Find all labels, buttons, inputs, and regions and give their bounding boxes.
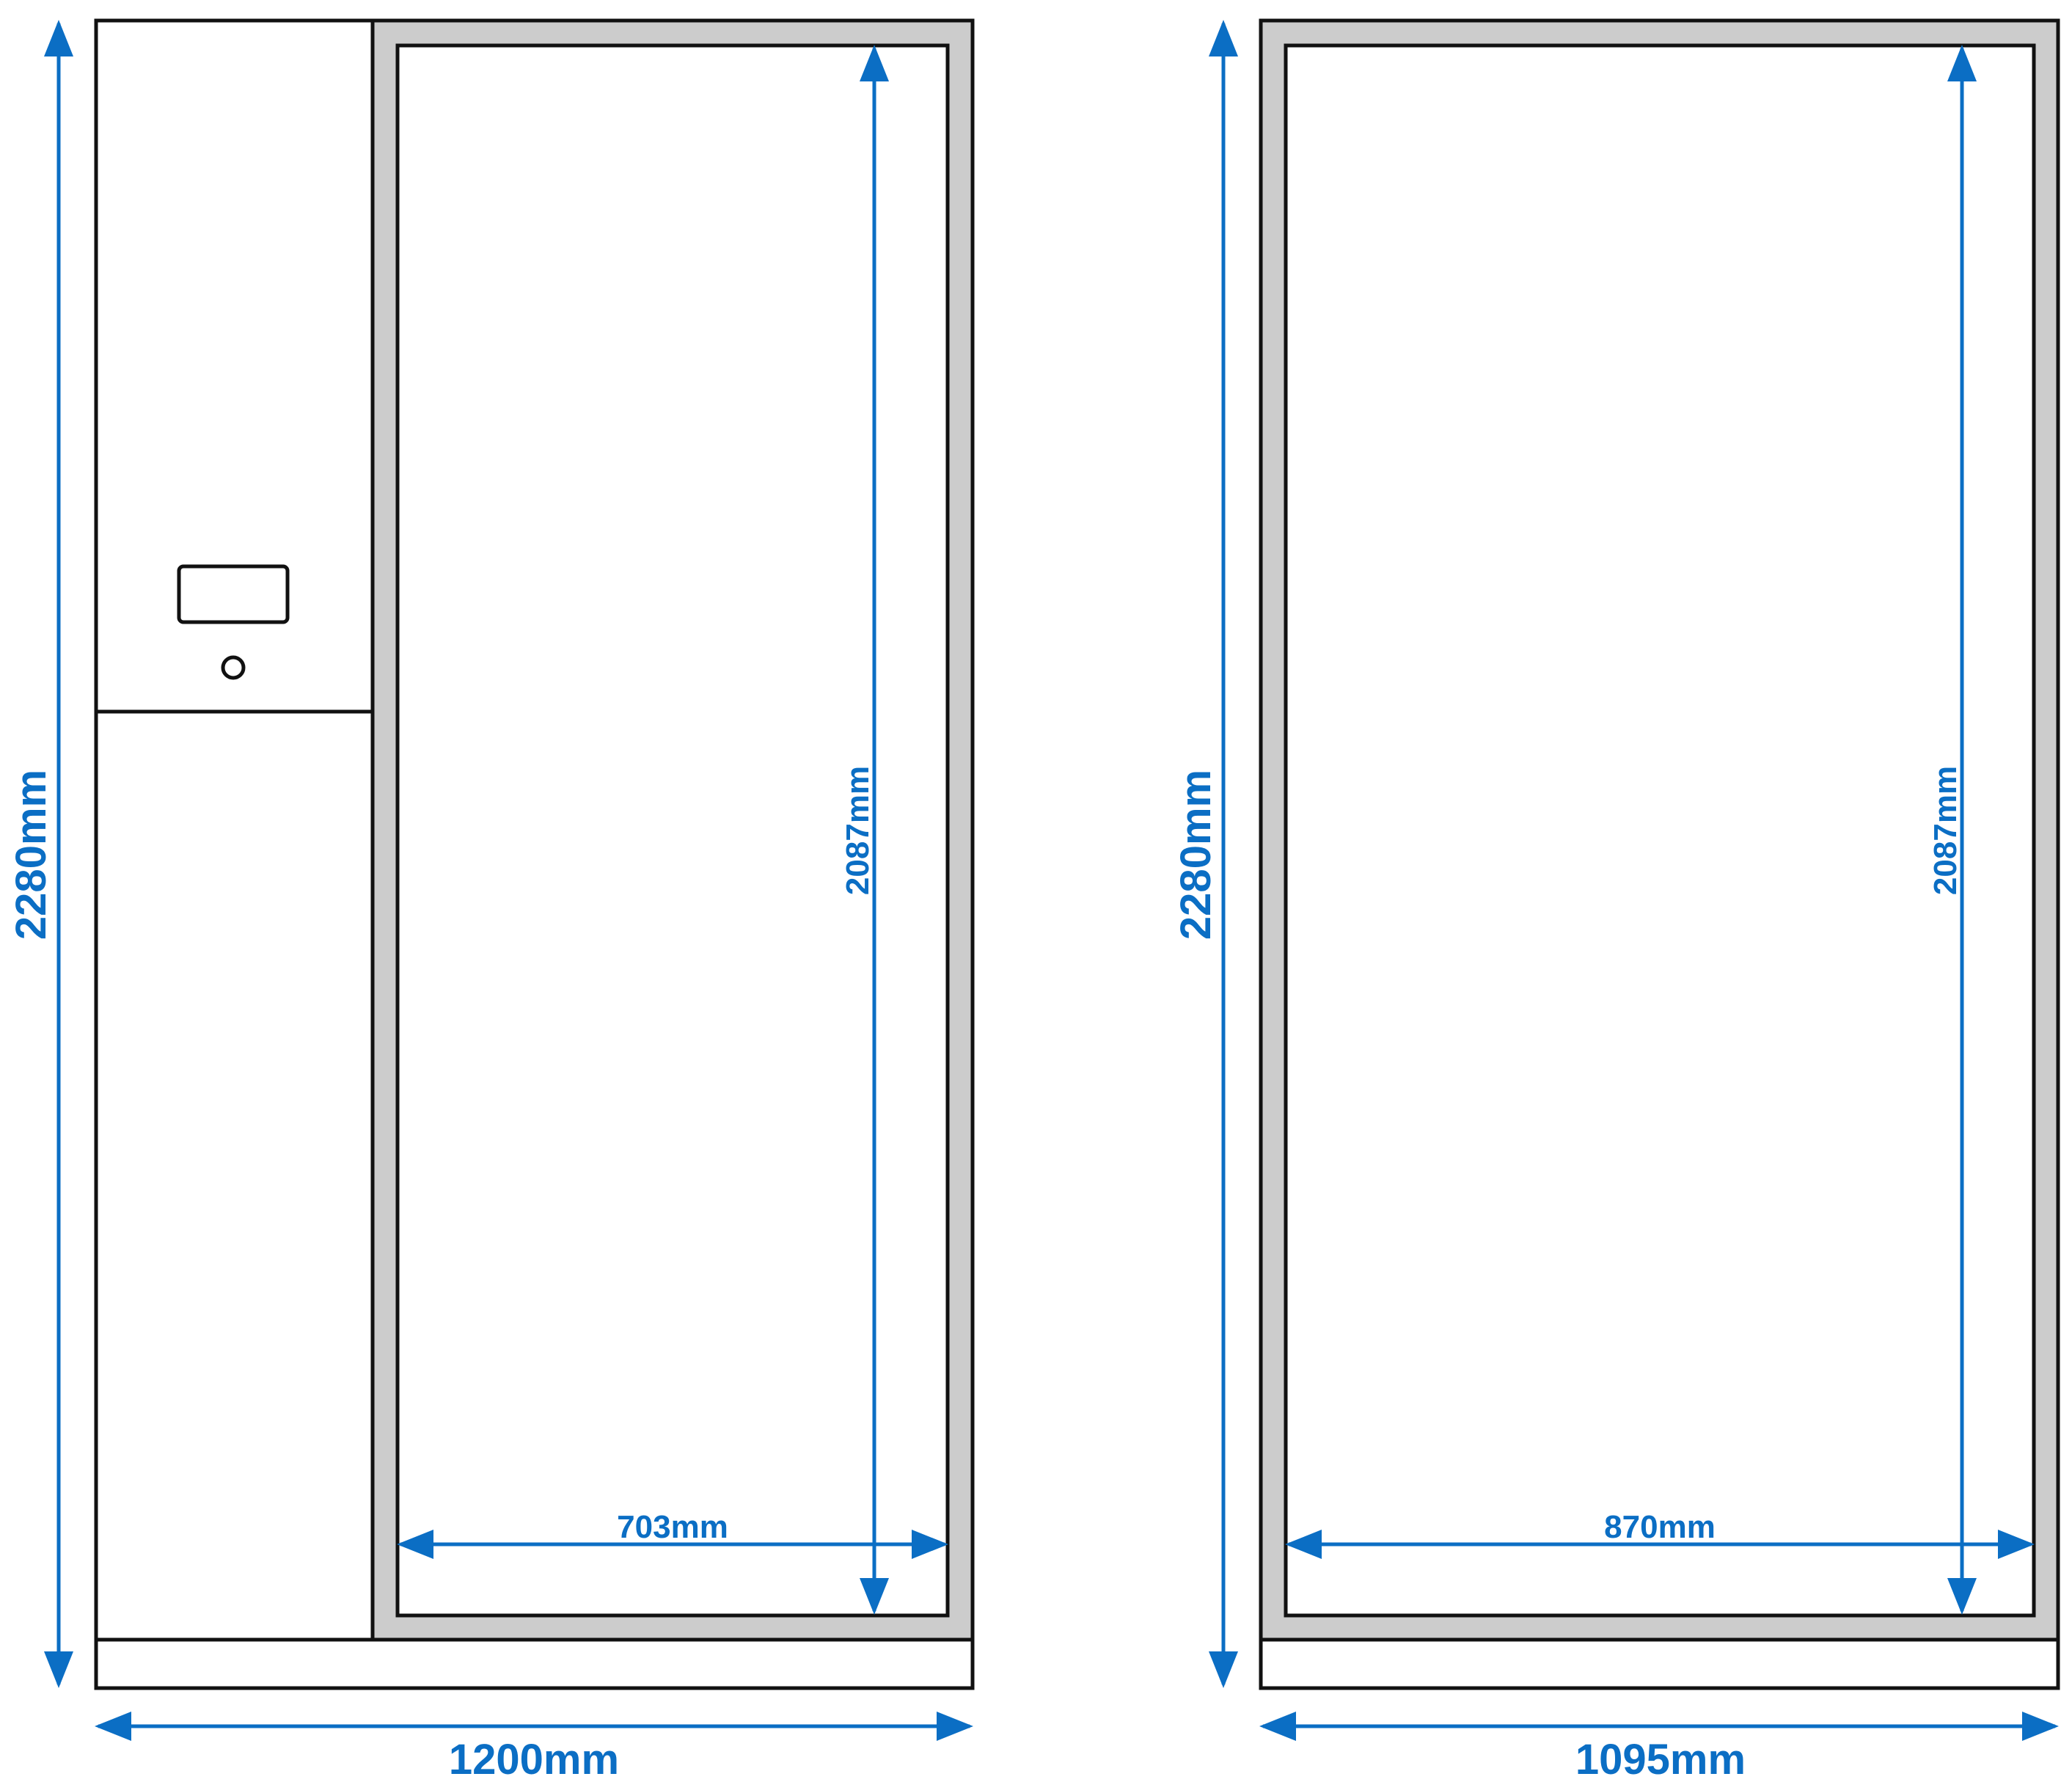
right-total-height-label: 2280mm [1172,770,1220,940]
left-unit-control-column-upper [94,18,375,714]
control-button [221,655,246,680]
left-unit-base [94,1637,975,1690]
right-inner-width-label: 870mm [1604,1509,1716,1545]
right-unit-inner-opening [1284,43,2036,1618]
left-total-width-label: 1200mm [449,1736,619,1782]
right-total-width-label: 1095mm [1575,1736,1746,1782]
left-unit-inner-opening [395,43,950,1618]
left-inner-height-label: 2087mm [840,766,876,895]
right-unit-base [1259,1637,2060,1690]
left-total-height-label: 2280mm [7,770,55,940]
right-unit [1259,18,2060,1690]
right-inner-height-label: 2087mm [1928,766,1963,895]
left-unit-control-column-lower [94,709,375,1642]
control-screen [177,564,290,624]
left-inner-width-label: 703mm [617,1509,728,1545]
